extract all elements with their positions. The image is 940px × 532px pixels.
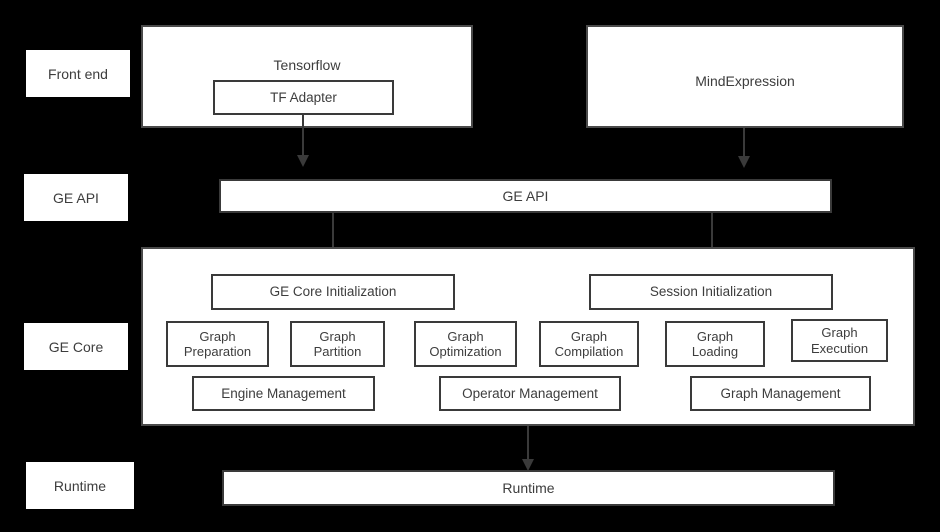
ge-api-bar[interactable]: GE API (219, 179, 832, 213)
graph-compilation-box[interactable]: Graph Compilation (539, 321, 639, 367)
graph-preparation-label: Graph Preparation (183, 328, 252, 359)
stage-label-front-end-text: Front end (48, 65, 108, 82)
ge-core-initialization-label: GE Core Initialization (269, 284, 397, 300)
mindexpression-title: MindExpression (695, 73, 795, 89)
session-initialization-label: Session Initialization (649, 284, 773, 300)
stage-label-ge-api-text: GE API (53, 189, 99, 206)
stage-label-front-end: Front end (26, 50, 130, 97)
operator-management-box[interactable]: Operator Management (439, 376, 621, 411)
connector-ge-api-to-ge-core-init-line (332, 213, 334, 258)
connector-tf-adapter-to-ge-api-head (297, 155, 309, 167)
stage-label-ge-core: GE Core (24, 323, 128, 370)
tf-adapter-label: TF Adapter (270, 89, 337, 105)
graph-execution-box[interactable]: Graph Execution (791, 319, 888, 362)
tf-adapter-box[interactable]: TF Adapter (213, 80, 394, 115)
connector-mindexpression-to-ge-api-line (743, 128, 745, 160)
engine-management-label: Engine Management (221, 385, 346, 401)
runtime-bar[interactable]: Runtime (222, 470, 835, 506)
stage-label-ge-core-text: GE Core (48, 338, 104, 355)
graph-optimization-box[interactable]: Graph Optimization (414, 321, 517, 367)
connector-tf-adapter-to-ge-api-line (302, 115, 304, 159)
graph-preparation-box[interactable]: Graph Preparation (166, 321, 269, 367)
mindexpression-container: MindExpression (586, 25, 904, 128)
graph-optimization-label: Graph Optimization (429, 328, 502, 359)
connector-ge-core-to-runtime-line (527, 426, 529, 462)
session-initialization-box[interactable]: Session Initialization (589, 274, 833, 310)
graph-management-box[interactable]: Graph Management (690, 376, 871, 411)
engine-management-box[interactable]: Engine Management (192, 376, 375, 411)
graph-execution-label: Graph Execution (810, 325, 869, 356)
graph-partition-box[interactable]: Graph Partition (290, 321, 385, 367)
stage-label-runtime-text: Runtime (53, 477, 107, 494)
connector-mindexpression-to-ge-api-head (738, 156, 750, 168)
stage-label-ge-api: GE API (24, 174, 128, 221)
stage-label-runtime: Runtime (26, 462, 134, 509)
graph-loading-label: Graph Loading (691, 328, 739, 359)
tensorflow-title: Tensorflow (273, 57, 341, 73)
connector-ge-api-to-session-init-line (711, 213, 713, 258)
graph-management-label: Graph Management (720, 385, 841, 401)
graph-compilation-label: Graph Compilation (554, 328, 624, 359)
graph-loading-box[interactable]: Graph Loading (665, 321, 765, 367)
ge-api-bar-label: GE API (502, 187, 549, 204)
operator-management-label: Operator Management (462, 385, 598, 401)
connector-ge-core-to-runtime-head (522, 459, 534, 471)
ge-core-initialization-box[interactable]: GE Core Initialization (211, 274, 455, 310)
runtime-bar-label: Runtime (502, 479, 555, 496)
graph-partition-label: Graph Partition (313, 328, 362, 359)
